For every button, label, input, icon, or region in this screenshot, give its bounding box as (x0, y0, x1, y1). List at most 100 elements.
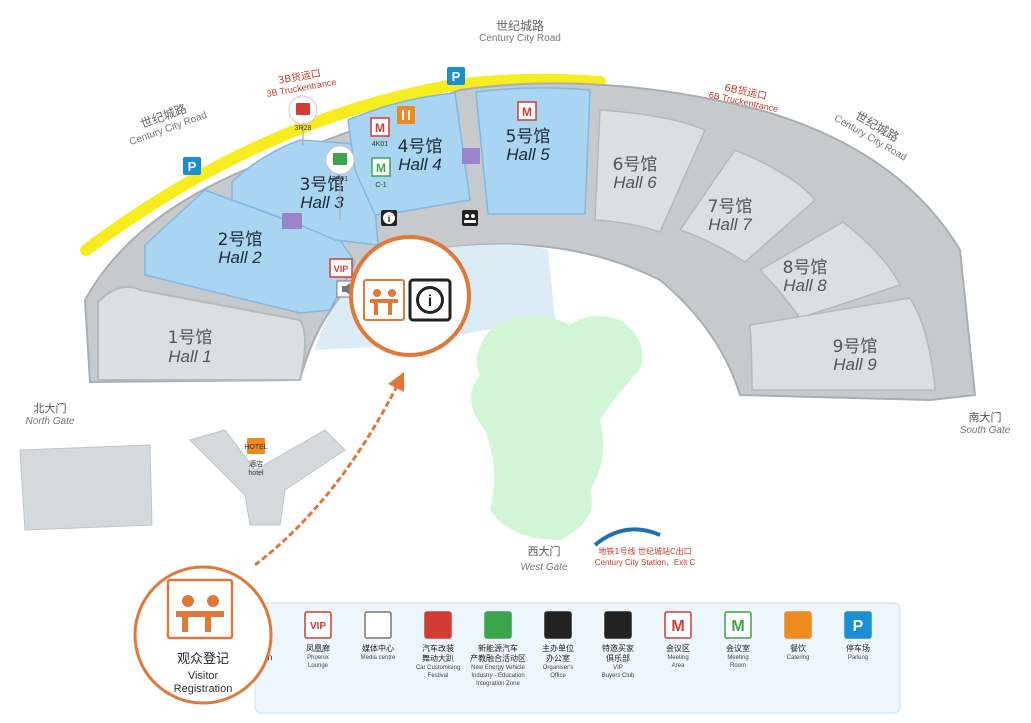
legend-label-en: Room (730, 663, 746, 669)
new-energy-pin[interactable]: 3F01 (325, 145, 355, 220)
legend-label-en: Meeting (667, 655, 688, 661)
legend-label-en: Integration Zone (476, 681, 520, 687)
hotel-building (189, 429, 346, 526)
hall-1[interactable]: 1号馆 Hall 1 (97, 286, 306, 381)
hall-4-label-zh: 4号馆 (398, 137, 443, 157)
legend-label-en: Area (672, 663, 685, 669)
metro-logo (593, 527, 661, 547)
svg-text:VIP: VIP (334, 264, 349, 274)
hall-8[interactable]: 8号馆 Hall 8 (758, 221, 902, 319)
legend-label-en: Car Customising (416, 665, 460, 671)
svg-text:M: M (375, 121, 385, 135)
hall-5-label-en: Hall 5 (506, 145, 550, 164)
north-gate-en: North Gate (26, 416, 75, 427)
legend-label-zh: 餐饮 (790, 643, 806, 653)
legend-icon-letter: M (671, 618, 684, 635)
svg-text:3F01: 3F01 (332, 176, 348, 183)
legend-icon (364, 611, 392, 639)
legend-label-zh: 会议室 (726, 643, 750, 653)
organiser-office-icon[interactable] (462, 210, 478, 226)
hall-6-label-zh: 6号馆 (613, 155, 658, 175)
meeting-area-icon[interactable]: M (517, 101, 537, 121)
svg-text:4K01: 4K01 (372, 141, 388, 148)
legend-label-en: VIP (613, 665, 623, 671)
north-building (19, 444, 153, 531)
hall-3-label-zh: 3号馆 (300, 175, 345, 195)
legend-label-zh: 会议区 (666, 643, 690, 653)
legend-label-en: Buyers Club (602, 673, 635, 679)
legend-label-en: New Energy Vehicle (471, 665, 525, 671)
legend-icon (604, 611, 632, 639)
hall-1-label-zh: 1号馆 (168, 328, 213, 348)
svg-text:P: P (452, 69, 461, 84)
metro-label-zh: 地铁1号线 世纪城站C出口 (598, 546, 691, 556)
legend-label-zh: 媒体中心 (362, 643, 394, 653)
parking-icon[interactable]: P (183, 157, 201, 175)
south-gate-en: South Gate (960, 425, 1011, 436)
hall-1-label-en: Hall 1 (168, 347, 211, 366)
hall-9-label-en: Hall 9 (833, 355, 877, 374)
info-icon[interactable]: i (381, 210, 397, 226)
legend-label-en: Media centre (361, 655, 396, 661)
svg-text:HOTEL: HOTEL (244, 444, 267, 451)
catering-icon[interactable] (397, 106, 415, 124)
metro-label-en: Century City Station，Exit C (595, 558, 696, 567)
legend-icon (484, 611, 512, 639)
legend-label-zh2: 办公室 (546, 653, 570, 663)
north-gate-zh: 北大门 (34, 401, 67, 415)
legend-icon (544, 611, 572, 639)
legend-label-zh2: 俱乐部 (606, 653, 630, 663)
south-gate-zh: 南大门 (969, 410, 1002, 424)
meeting-room-icon[interactable]: M C-1 (371, 157, 391, 189)
hall-9-label-zh: 9号馆 (833, 337, 878, 357)
legend-label-zh: 新能源汽车 (478, 643, 518, 653)
vip-lounge-icon[interactable]: VIP (329, 258, 353, 278)
legend-label-en: Meeting (727, 655, 748, 661)
legend-label-en: Office (550, 673, 566, 679)
visitor-registration-bubble[interactable]: 观众登记 Visitor Registration (133, 565, 273, 705)
west-gate-zh: 西大门 (528, 544, 561, 558)
legend-label-en: Festival (428, 673, 449, 679)
hall-7[interactable]: 7号馆 Hall 7 (678, 149, 817, 263)
hotel-icon[interactable]: HOTEL (244, 438, 268, 454)
park-area (471, 315, 643, 540)
legend-label-en: Phoenix (307, 655, 329, 661)
registration-zoom[interactable]: i (349, 235, 471, 357)
svg-text:Visitor: Visitor (188, 670, 219, 682)
car-customising-pin[interactable]: 3R28 (288, 95, 318, 145)
legend-label-zh: 停车场 (846, 643, 870, 653)
hotel-label-en: hotel (248, 470, 264, 477)
meeting-area-icon[interactable]: M 4K01 (370, 117, 390, 148)
connector (462, 148, 480, 164)
hall-6[interactable]: 6号馆 Hall 6 (594, 109, 706, 233)
legend-label-zh: 特邀买家 (602, 643, 634, 653)
legend-icon (844, 611, 872, 639)
svg-text:P: P (188, 159, 197, 174)
svg-text:3R28: 3R28 (295, 125, 312, 132)
legend-label-en: Parking (848, 655, 868, 661)
legend-label-zh: 主办单位 (542, 643, 574, 653)
svg-text:M: M (522, 105, 532, 119)
legend-item: 媒体中心 Media centre (361, 611, 396, 661)
parking-icon[interactable]: P (447, 67, 465, 85)
legend-icon-letter: M (731, 618, 744, 635)
legend-label-en: Organiser's (543, 665, 574, 671)
hall-5[interactable]: 5号馆 Hall 5 (475, 87, 591, 215)
hall-9[interactable]: 9号馆 Hall 9 (749, 297, 936, 391)
legend-label-zh: 汽车改装 (422, 643, 454, 653)
hall-7-label-zh: 7号馆 (708, 197, 753, 217)
legend-icon (304, 611, 332, 639)
legend-label-zh: 凤凰廊 (306, 643, 330, 653)
svg-text:i: i (428, 293, 432, 310)
hall-2-label-zh: 2号馆 (218, 230, 263, 250)
hall-8-label-zh: 8号馆 (783, 258, 828, 278)
